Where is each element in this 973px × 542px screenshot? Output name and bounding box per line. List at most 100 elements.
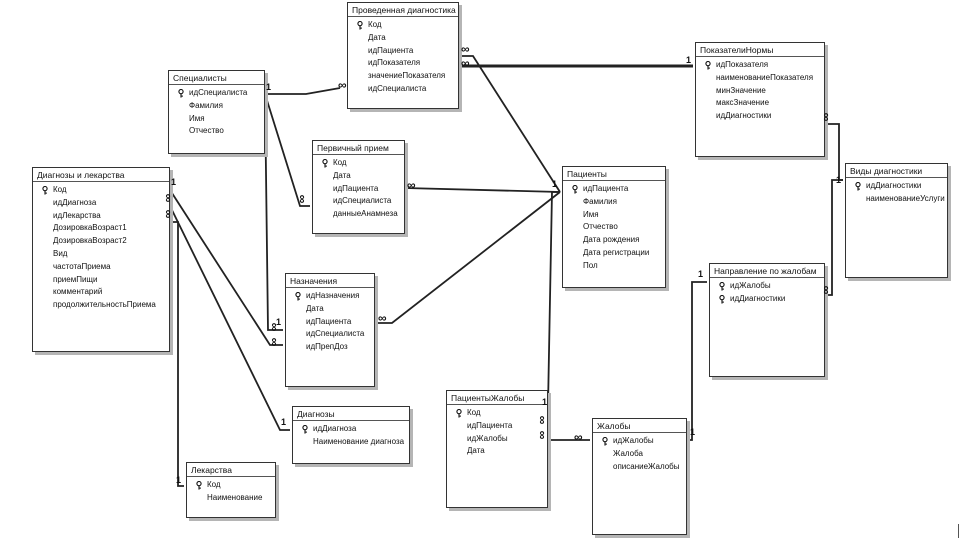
field-name: Код bbox=[207, 480, 221, 489]
field-name: Дата регистрации bbox=[583, 247, 650, 257]
cardinality-one: 1 bbox=[552, 179, 558, 189]
entity-field: идДиагностики bbox=[696, 110, 813, 123]
entity-field: Пол bbox=[563, 260, 649, 273]
entity-diag-drugs[interactable]: Диагнозы и лекарства Код идДиагноза идЛека… bbox=[32, 167, 170, 352]
entity-field: частотаПриема bbox=[33, 261, 156, 274]
field-name: идПациента bbox=[467, 420, 513, 430]
field-name: идЖалобы bbox=[467, 433, 508, 443]
key-icon bbox=[718, 281, 726, 291]
entity-field: комментарий bbox=[33, 286, 156, 299]
entity-field: идЛекарства bbox=[33, 210, 156, 223]
entity-field: Имя bbox=[169, 113, 247, 126]
entity-title: Диагнозы и лекарства bbox=[37, 170, 125, 180]
field-name: идПоказателя bbox=[716, 60, 769, 69]
field-name: Вид bbox=[53, 248, 68, 258]
primary-key-field: Код bbox=[33, 184, 156, 197]
entity-field: Имя bbox=[563, 209, 649, 222]
rel-specialists-diagnostics bbox=[265, 87, 341, 95]
key-icon bbox=[356, 20, 364, 30]
primary-key-field: идЖалобы bbox=[593, 435, 680, 448]
field-name: Наименование диагноза bbox=[313, 436, 405, 446]
field-name: Код bbox=[333, 158, 347, 167]
entity-field: идПациента bbox=[313, 183, 398, 196]
primary-key-field: идДиагностики bbox=[846, 180, 945, 193]
cardinality-one: 1 bbox=[276, 317, 282, 327]
entity-field: ДозировкаВозраст1 bbox=[33, 222, 156, 235]
rel-complaints-direction bbox=[687, 281, 707, 441]
entity-field: Фамилия bbox=[169, 100, 247, 113]
entity-field: приемПищи bbox=[33, 274, 156, 287]
field-name: Код bbox=[53, 185, 67, 194]
field-name: ДозировкаВозраст1 bbox=[53, 223, 127, 233]
primary-key-field: Код bbox=[187, 479, 262, 492]
entity-field: Отчество bbox=[563, 221, 649, 234]
entity-field: идПоказателя bbox=[348, 57, 445, 70]
field-name: Пол bbox=[583, 260, 598, 270]
field-name: Дата bbox=[467, 446, 485, 456]
entity-field: Наименование bbox=[187, 492, 262, 505]
primary-key-field: идПациента bbox=[563, 183, 649, 196]
entity-title: Жалобы bbox=[597, 421, 631, 431]
field-name: идДиагноза bbox=[53, 197, 97, 207]
key-icon bbox=[41, 185, 49, 195]
entity-field: идПациента bbox=[447, 420, 512, 433]
field-list: идПоказателя наименованиеПоказателя минЗна… bbox=[696, 59, 813, 123]
key-icon bbox=[294, 291, 302, 301]
entity-field: Фамилия bbox=[563, 196, 649, 209]
primary-key-field: идЖалобы bbox=[710, 280, 785, 293]
cardinality-one: 1 bbox=[176, 475, 182, 485]
cardinality-one: 1 bbox=[836, 175, 842, 185]
field-name: частотаПриема bbox=[53, 261, 111, 271]
field-name: идЛекарства bbox=[53, 210, 101, 220]
field-name: ДозировкаВозраст2 bbox=[53, 236, 127, 246]
entity-title: Виды диагностики bbox=[850, 166, 923, 176]
cardinality-many: ∞ bbox=[338, 78, 347, 92]
cardinality-many: ∞ bbox=[819, 112, 834, 122]
entity-title: Назначения bbox=[290, 276, 338, 286]
primary-key-field: идДиагностики bbox=[710, 293, 785, 306]
primary-key-field: Код bbox=[348, 19, 445, 32]
field-name: Отчество bbox=[583, 222, 618, 232]
cardinality-many: ∞ bbox=[461, 42, 470, 56]
entity-field: описаниеЖалобы bbox=[593, 461, 680, 474]
entity-norm-indicators[interactable]: ПоказателиНормы идПоказателя наименование… bbox=[695, 42, 825, 157]
entity-field: идПациента bbox=[286, 316, 364, 329]
field-name: Дата bbox=[368, 32, 386, 42]
field-name: наименованиеПоказателя bbox=[716, 72, 814, 82]
field-name: идПациента bbox=[306, 316, 352, 326]
cardinality-many: ∞ bbox=[161, 193, 176, 203]
rel-diagdrugs-diagnoses bbox=[169, 205, 290, 431]
rel-specialists-primary-visit bbox=[264, 93, 310, 207]
cardinality-one: 1 bbox=[542, 397, 548, 407]
entity-field: Дата bbox=[286, 303, 364, 316]
field-name: значениеПоказателя bbox=[368, 71, 446, 81]
rel-patients-primary-visit bbox=[404, 187, 561, 193]
entity-field: Вид bbox=[33, 248, 156, 261]
entity-title: ПоказателиНормы bbox=[700, 45, 774, 55]
cardinality-one: 1 bbox=[698, 269, 704, 279]
rel-diagdrugs-prescriptions bbox=[169, 189, 283, 346]
field-name: комментарий bbox=[53, 287, 103, 297]
entity-field: минЗначение bbox=[696, 85, 813, 98]
entity-field: данныеАнамнеза bbox=[313, 208, 398, 221]
rel-diagtypes-direction bbox=[825, 179, 843, 296]
field-name: Отчество bbox=[189, 126, 224, 136]
rel-diagdrugs-drugs bbox=[170, 221, 184, 487]
field-name: идДиагностики bbox=[716, 111, 772, 121]
